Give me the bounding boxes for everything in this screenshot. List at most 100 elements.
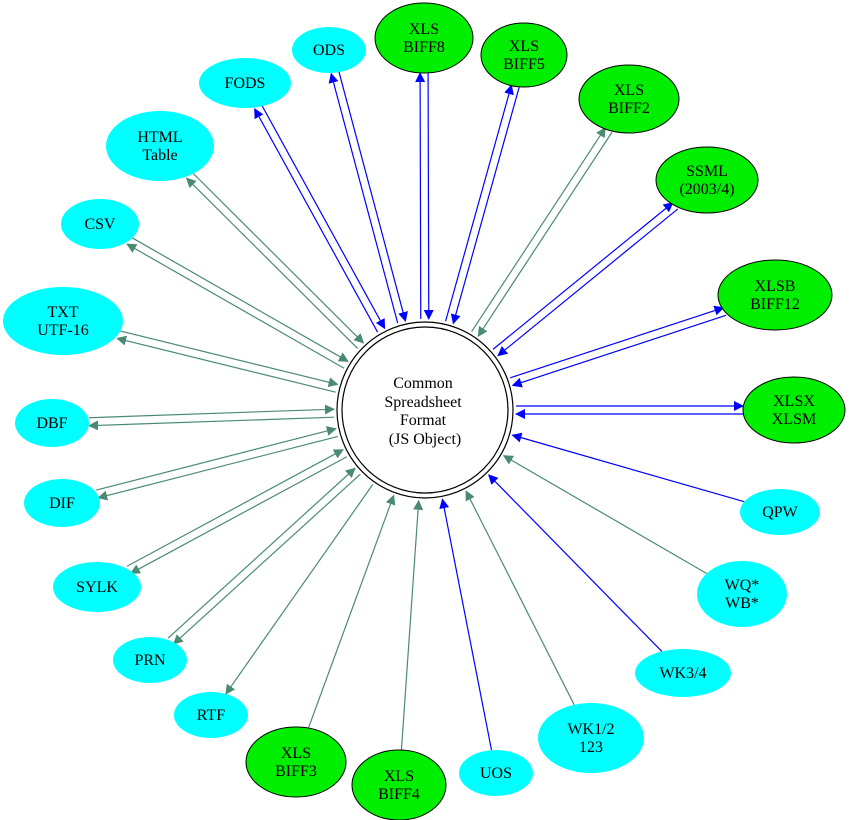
format-node-label-line: XLS [384,768,414,785]
format-node-label-line: ODS [313,42,345,59]
format-node-label-line: XLS [409,21,439,38]
format-node-label: QPW [762,504,798,521]
format-node-shape [538,703,644,773]
format-node-label-line: Table [142,147,177,164]
format-node-label-line: XLSM [772,411,816,428]
format-node-label-line: BIFF2 [608,100,650,117]
center-node-outer-ring [336,321,514,499]
format-node-shape [15,399,89,447]
format-node-shape [578,64,680,134]
format-node-shape [245,726,347,798]
format-node-label-line: UTF-16 [37,322,89,339]
format-node-shape [635,649,731,697]
format-node-shape [480,22,568,88]
edge-xls3-to-center [307,494,396,729]
edge-prn-to-center [167,467,356,639]
format-node-dbf: DBF [15,399,89,447]
edge-rtf-from-center [225,484,374,695]
format-node-label: FODS [225,75,266,92]
format-node-shape [61,199,139,249]
format-node-shape [655,146,759,214]
format-node-label-line: 123 [579,739,603,756]
format-node-label-line: BIFF5 [503,56,545,73]
edge-html-to-center [191,172,365,344]
format-node-label-line: SYLK [76,579,118,596]
format-node-label-line: FODS [225,75,266,92]
format-node-shape [24,479,100,527]
format-node-label-line: XLSB [755,278,796,295]
format-node-shape [3,287,123,355]
format-node-shape [740,489,820,535]
center-label-line-4: (JS Object) [389,431,461,448]
edge-ssml-to-center [497,208,679,357]
center-node-label: Common Spreadsheet Format (JS Object) [384,375,465,448]
format-node-label-line: WQ* [725,577,760,594]
format-node-csv: CSV [61,199,139,249]
center-label-line-1: Common [393,375,453,392]
edge-csv-to-center [130,236,349,362]
edge-prn-from-center [172,473,361,645]
format-node-shape [113,637,187,683]
format-node-shape [53,562,141,612]
format-node-qpw: QPW [740,489,820,535]
edge-xlsb-to-center [511,314,727,388]
format-node-shape [697,561,787,627]
center-label-line-3: Format [400,412,447,429]
format-node-label-line: UOS [480,765,512,782]
format-node-label-line: (2003/4) [679,181,734,198]
format-node-sylk: SYLK [53,562,141,612]
format-node-wk34: WK3/4 [635,649,731,697]
edge-xls4-to-center [400,499,424,751]
edge-uos-to-center [439,498,493,751]
edge-wk12-to-center [465,490,575,706]
format-node-label-line: BIFF12 [750,296,800,313]
edge-xls8-from-center [415,72,426,320]
format-node-label-line: RTF [197,707,225,724]
edge-xlsb-from-center [510,305,725,379]
format-node-shape [459,750,533,796]
format-node-fods: FODS [199,58,291,108]
edge-dbf-to-center [88,404,335,419]
format-node-shape [292,27,366,73]
edge-xls5-from-center [445,84,514,322]
edge-txt-to-center [118,330,339,388]
format-node-label-line: BIFF3 [275,763,317,780]
edge-csv-from-center [126,243,345,369]
format-node-label-line: XLS [281,745,311,762]
format-node-shape [374,2,474,74]
edge-sylk-from-center [129,456,348,574]
format-node-label: SYLK [76,579,118,596]
format-node-shape [742,376,846,444]
format-node-label-line: XLS [509,38,539,55]
format-node-shape [106,111,214,181]
format-node-ssml: SSML(2003/4) [655,146,759,214]
center-node-inner-ring [341,326,509,494]
format-node-label-line: PRN [134,652,166,669]
edges-layer [88,71,745,751]
format-node-label: PRN [134,652,166,669]
edge-xls2-from-center [471,127,606,333]
format-node-uos: UOS [459,750,533,796]
format-node-rtf: RTF [174,692,248,738]
format-node-label: WQ*WB* [725,577,760,612]
edge-fods-from-center [254,108,379,333]
edge-xls2-to-center [477,131,613,337]
